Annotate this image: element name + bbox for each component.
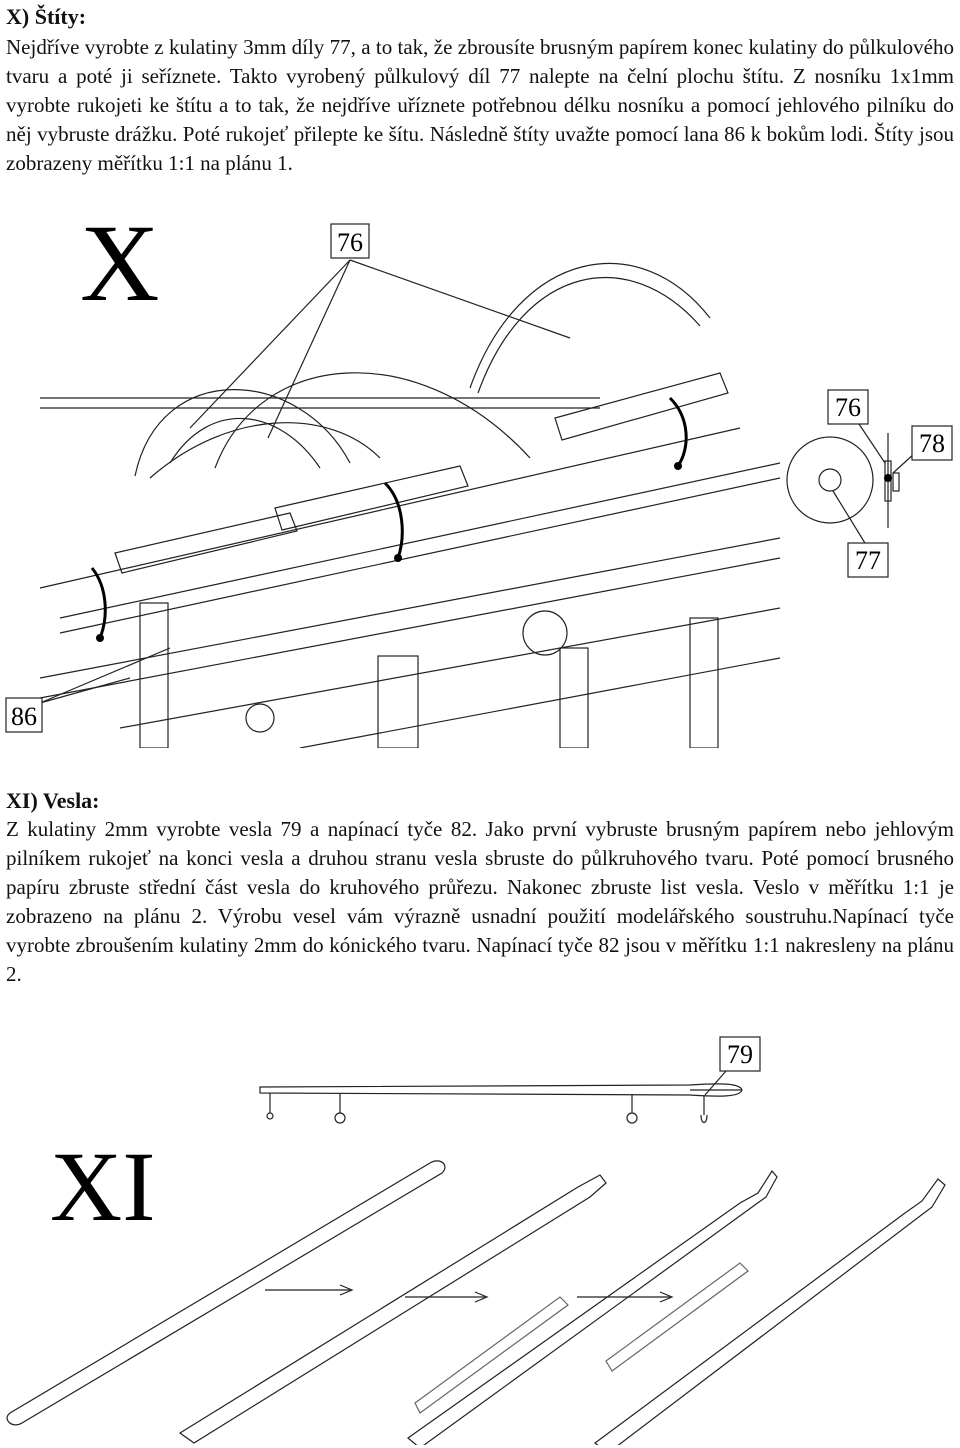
callout-86: 86	[11, 702, 37, 731]
shield-arc-big	[214, 372, 531, 469]
shield-arc-center	[149, 422, 381, 479]
pole-2	[178, 1174, 607, 1444]
shield-arc-right-outer	[469, 262, 711, 389]
figure-xi-big-label: XI	[50, 1131, 156, 1242]
pole-1	[6, 1160, 446, 1426]
figure-xi-oars: XI 79	[6, 1036, 946, 1445]
section-x-title: X) Štíty:	[6, 4, 87, 29]
oar-79-outline	[259, 1083, 743, 1097]
shield-arc-left	[134, 389, 351, 477]
callout-76-detail: 76	[835, 393, 861, 422]
callout-79: 79	[727, 1040, 753, 1069]
shield-arc-right-inner	[477, 277, 701, 394]
callout-76-top: 76	[337, 228, 363, 257]
figure-x-big-label: X	[80, 208, 159, 324]
pole-3	[407, 1169, 778, 1445]
section-xi-title: XI) Vesla:	[6, 788, 100, 813]
pole-4	[594, 1178, 946, 1445]
callout-78-detail: 78	[919, 429, 945, 458]
section-x-paragraph: Nejdříve vyrobte z kulatiny 3mm díly 77,…	[6, 35, 954, 175]
callout-77-detail: 77	[855, 546, 881, 575]
section-xi-paragraph: Z kulatiny 2mm vyrobte vesla 79 a napína…	[6, 817, 954, 986]
figure-x-shields: X 76 76 78 77 86	[5, 208, 953, 748]
